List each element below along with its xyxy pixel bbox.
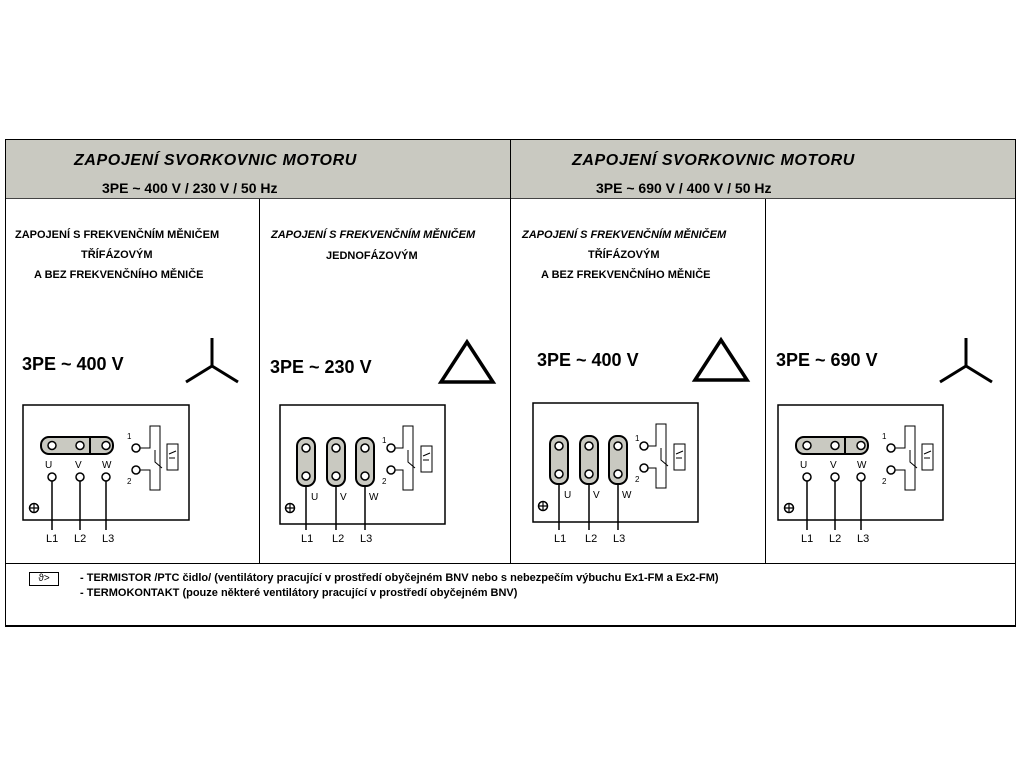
terminal-box-4: U V W L1 L2 L3 1 2 — [777, 404, 944, 545]
label-l2: L2 — [74, 533, 86, 545]
terminal-u: U — [800, 460, 807, 471]
star-symbol-1 — [185, 338, 239, 384]
thermistor-symbol-icon: ϑ> — [29, 572, 59, 586]
divider-right — [765, 199, 766, 563]
star-symbol-4 — [939, 338, 993, 384]
header-right-subtitle: 3PE ~ 690 V / 400 V / 50 Hz — [596, 180, 772, 196]
terminal-w: W — [369, 492, 379, 503]
terminal-box-2: U V W L1 L2 L3 1 2 — [279, 404, 446, 545]
contact-2: 2 — [635, 475, 640, 484]
panel-4-voltage: 3PE ~ 690 V — [776, 350, 878, 370]
delta-symbol-2 — [437, 338, 497, 384]
panel-2-line1: ZAPOJENÍ S FREKVENČNÍM MĚNIČEM — [271, 229, 476, 241]
terminal-v: V — [75, 460, 82, 471]
label-l3: L3 — [102, 533, 114, 545]
panel-3-voltage: 3PE ~ 400 V — [537, 350, 639, 370]
terminal-w: W — [857, 460, 867, 471]
terminal-w: W — [622, 490, 632, 501]
label-l2: L2 — [829, 533, 841, 545]
divider-legend — [6, 563, 1015, 564]
label-l1: L1 — [554, 533, 566, 545]
label-l1: L1 — [801, 533, 813, 545]
contact-2: 2 — [382, 477, 387, 486]
contact-1: 1 — [127, 432, 132, 441]
panel-1-line1: ZAPOJENÍ S FREKVENČNÍM MĚNIČEM — [15, 229, 220, 241]
panel-2-line2: JEDNOFÁZOVÝM — [326, 250, 418, 262]
label-l3: L3 — [360, 533, 372, 545]
delta-symbol-3 — [691, 336, 751, 382]
label-l1: L1 — [46, 533, 58, 545]
panel-3-line3: A BEZ FREKVENČNÍHO MĚNIČE — [541, 269, 711, 281]
panel-1-line2: TŘÍFÁZOVÝM — [81, 249, 153, 261]
divider-left — [259, 199, 260, 563]
legend-line-1: - TERMISTOR /PTC čidlo/ (ventilátory pra… — [80, 572, 719, 584]
panel-3-line2: TŘÍFÁZOVÝM — [588, 249, 660, 261]
panel-3-line1: ZAPOJENÍ S FREKVENČNÍM MĚNIČEM — [522, 229, 727, 241]
terminal-w: W — [102, 460, 112, 471]
terminal-v: V — [830, 460, 837, 471]
contact-1: 1 — [382, 436, 387, 445]
legend-line-2: - TERMOKONTAKT (pouze některé ventilátor… — [80, 587, 518, 599]
contact-1: 1 — [882, 432, 887, 441]
contact-1: 1 — [635, 434, 640, 443]
terminal-v: V — [340, 492, 347, 503]
diagram-frame — [5, 139, 1016, 627]
terminal-v: V — [593, 490, 600, 501]
label-l3: L3 — [857, 533, 869, 545]
terminal-u: U — [564, 490, 571, 501]
contact-2: 2 — [882, 477, 887, 486]
terminal-u: U — [311, 492, 318, 503]
label-l2: L2 — [332, 533, 344, 545]
label-l1: L1 — [301, 533, 313, 545]
divider-center — [510, 140, 511, 563]
header-left: ZAPOJENÍ SVORKOVNIC MOTORU 3PE ~ 400 V /… — [6, 140, 510, 199]
panel-2-voltage: 3PE ~ 230 V — [270, 357, 372, 377]
terminal-box-1: U V W L1 L2 L3 1 2 — [22, 404, 190, 545]
header-left-subtitle: 3PE ~ 400 V / 230 V / 50 Hz — [102, 180, 278, 196]
header-right: ZAPOJENÍ SVORKOVNIC MOTORU 3PE ~ 690 V /… — [511, 140, 1015, 199]
label-l3: L3 — [613, 533, 625, 545]
label-l2: L2 — [585, 533, 597, 545]
terminal-box-3: U V W L1 L2 L3 1 2 — [532, 402, 699, 545]
contact-2: 2 — [127, 477, 132, 486]
header-right-title: ZAPOJENÍ SVORKOVNIC MOTORU — [572, 152, 855, 169]
panel-1-line3: A BEZ FREKVENČNÍHO MĚNIČE — [34, 269, 204, 281]
panel-1-voltage: 3PE ~ 400 V — [22, 354, 124, 374]
header-left-title: ZAPOJENÍ SVORKOVNIC MOTORU — [74, 152, 357, 169]
terminal-u: U — [45, 460, 52, 471]
